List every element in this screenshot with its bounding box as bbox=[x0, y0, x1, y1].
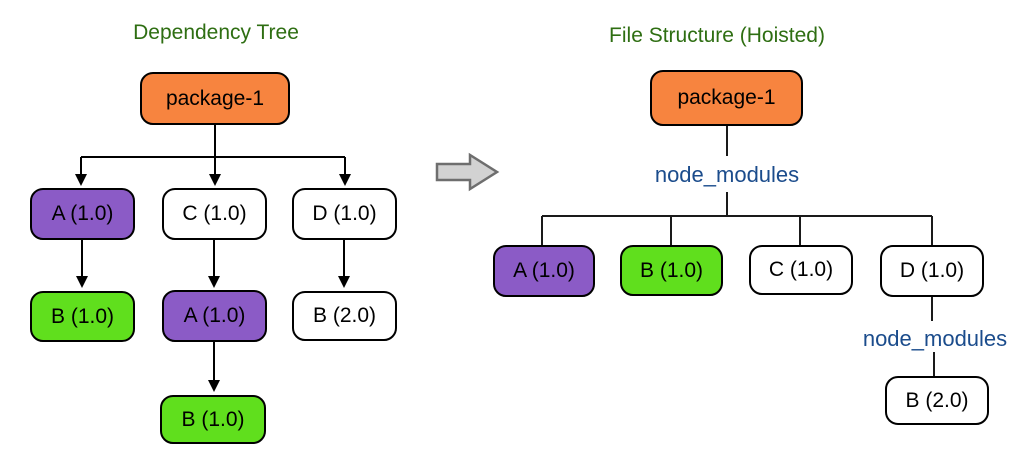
left-tree-arrowheads bbox=[75, 174, 351, 392]
node-label: B (1.0) bbox=[639, 258, 704, 282]
left-diagram-title: Dependency Tree bbox=[133, 21, 299, 44]
node-label: package-1 bbox=[677, 86, 776, 109]
node-a-1-0: A (1.0) bbox=[30, 188, 135, 240]
arrowhead-icon bbox=[208, 380, 220, 392]
left-tree-connectors bbox=[80, 125, 346, 381]
node-d-1-0: D (1.0) bbox=[292, 188, 397, 240]
node-label: C (1.0) bbox=[182, 202, 247, 225]
node-d-1-0-hoisted: D (1.0) bbox=[880, 245, 984, 297]
node-c-1-0-hoisted: C (1.0) bbox=[749, 245, 853, 295]
arrowhead-icon bbox=[75, 174, 87, 186]
node-label: A (1.0) bbox=[513, 259, 575, 282]
node-label: D (1.0) bbox=[899, 259, 965, 282]
node-label: B (2.0) bbox=[905, 388, 969, 412]
right-diagram-title: File Structure (Hoisted) bbox=[609, 24, 825, 47]
node-label: B (1.0) bbox=[181, 407, 245, 431]
node-modules-label: node_modules bbox=[654, 162, 800, 187]
node-label: B (1.0) bbox=[50, 304, 115, 328]
right-tree-connectors bbox=[541, 126, 935, 377]
nested-node-modules-label: node_modules bbox=[862, 326, 1008, 351]
node-label: C (1.0) bbox=[768, 258, 834, 281]
arrowhead-icon bbox=[208, 276, 220, 288]
node-b-1-0-deep: B (1.0) bbox=[160, 395, 266, 444]
node-a-1-0-hoisted: A (1.0) bbox=[493, 245, 595, 297]
arrowhead-icon bbox=[209, 174, 221, 186]
node-b-2-0: B (2.0) bbox=[292, 291, 397, 341]
node-package-1: package-1 bbox=[140, 72, 290, 125]
arrowhead-icon bbox=[339, 174, 351, 186]
node-c-1-0: C (1.0) bbox=[162, 188, 267, 240]
node-a-1-0-nested: A (1.0) bbox=[162, 290, 267, 342]
node-label: A (1.0) bbox=[51, 202, 114, 225]
node-package-1-hoisted: package-1 bbox=[650, 70, 803, 126]
transform-arrow-icon bbox=[435, 152, 500, 192]
arrowhead-icon bbox=[338, 276, 350, 288]
node-label: D (1.0) bbox=[312, 202, 377, 225]
node-b-2-0-nested: B (2.0) bbox=[885, 376, 989, 425]
node-label: A (1.0) bbox=[183, 304, 246, 327]
node-b-1-0-hoisted: B (1.0) bbox=[620, 245, 723, 296]
node-label: package-1 bbox=[165, 86, 265, 110]
node-b-1-0: B (1.0) bbox=[30, 291, 135, 342]
node-label: B (2.0) bbox=[312, 304, 377, 327]
arrowhead-icon bbox=[76, 276, 88, 288]
